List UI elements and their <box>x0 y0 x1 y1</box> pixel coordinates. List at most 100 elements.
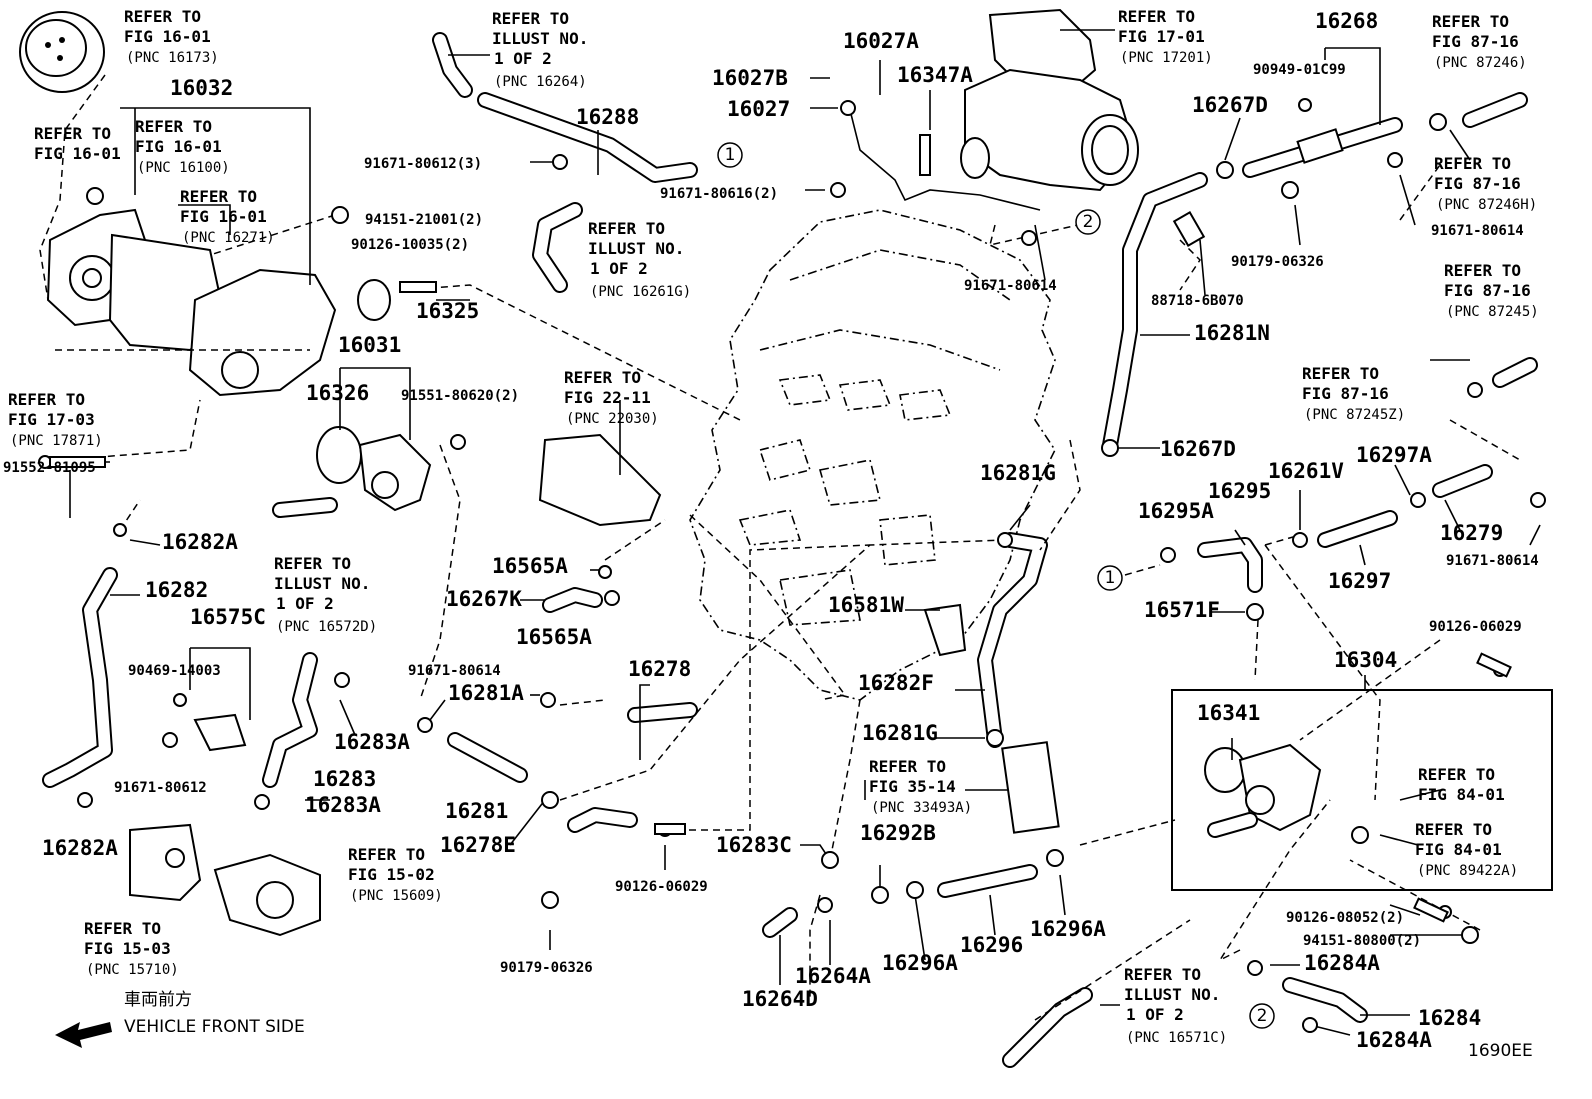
refer-fig-label: FIG 17-01 <box>1118 27 1205 46</box>
callout-circle <box>717 142 743 168</box>
fastener-number-label: 90126-10035(2) <box>351 237 469 253</box>
refer-pnc-label: 1 OF 2 <box>1126 1005 1184 1024</box>
refer-to-label: REFER TO <box>1415 820 1492 839</box>
part-number-label: 16284A <box>1356 1028 1432 1052</box>
part-number-label: 16296 <box>960 933 1023 957</box>
refer-pnc-label: (PNC 15710) <box>86 962 179 978</box>
refer-pnc-label: (PNC 16100) <box>137 160 230 176</box>
hose-16281N <box>1102 172 1208 453</box>
fastener-number-label: 91552-81095 <box>3 460 96 476</box>
part-number-label: 16575C <box>190 605 266 629</box>
refer-pnc-label: (PNC 33493A) <box>871 800 972 816</box>
refer-pnc-label: 1 OF 2 <box>276 594 334 613</box>
part-number-label: 16281 <box>445 799 508 823</box>
water-inlet-box <box>1171 689 1553 891</box>
fastener-number-label: 91671-80614 <box>1431 223 1524 239</box>
turbo-water-pipe <box>840 100 1041 211</box>
callout-circle <box>1075 209 1101 235</box>
fastener-number-label: 91671-80614 <box>1446 553 1539 569</box>
part-number-label: 16283 <box>313 767 376 791</box>
water-pipe-16268 <box>1242 117 1403 178</box>
refer-to-label: REFER TO <box>274 554 351 573</box>
part-number-label: 16304 <box>1334 648 1397 672</box>
refer-pnc-label: (PNC 22030) <box>566 411 659 427</box>
refer-fig-label: FIG 35-14 <box>869 777 956 796</box>
hoses-left <box>42 497 698 833</box>
part-number-label: 16282 <box>145 578 208 602</box>
part-number-label: 16295A <box>1138 499 1214 523</box>
fastener-number-label: 88718-6B070 <box>1151 293 1244 309</box>
part-number-label: 16284A <box>1304 951 1380 975</box>
hoses-right <box>1197 92 1538 593</box>
fastener-number-label: 91671-80616(2) <box>660 186 778 202</box>
refer-pnc-label: (PNC 16261G) <box>590 284 691 300</box>
refer-fig-label: ILLUST NO. <box>1124 985 1220 1004</box>
part-number-label: 16295 <box>1208 479 1271 503</box>
fastener-number-label: 90126-06029 <box>1429 619 1522 635</box>
part-number-label: 16027 <box>727 97 790 121</box>
diagram-id-label: 1690EE <box>1468 1041 1533 1061</box>
refer-fig-label: ILLUST NO. <box>492 29 588 48</box>
refer-fig-label: FIG 87-16 <box>1434 174 1521 193</box>
fastener-number-label: 91551-80620(2) <box>401 388 519 404</box>
vehicle-front-label: VEHICLE FRONT SIDE <box>124 1017 305 1037</box>
part-number-label: 16267K <box>446 587 522 611</box>
part-number-label: 16281N <box>1194 321 1270 345</box>
part-number-label: 16278 <box>628 657 691 681</box>
fastener-number-label: 90949-01C99 <box>1253 62 1346 78</box>
part-number-label: 16283C <box>716 833 792 857</box>
part-number-label: 16278E <box>440 833 516 857</box>
fastener-number-label: 91671-80612(3) <box>364 156 482 172</box>
refer-to-label: REFER TO <box>869 757 946 776</box>
fastener-number-label: 90126-06029 <box>615 879 708 895</box>
part-number-label: 16347A <box>897 63 973 87</box>
part-number-label: 16296A <box>1030 917 1106 941</box>
part-number-label: 16031 <box>338 333 401 357</box>
refer-fig-label: FIG 15-02 <box>348 865 435 884</box>
part-number-label: 16282F <box>858 671 934 695</box>
part-number-label: 16282A <box>42 836 118 860</box>
refer-pnc-label: (PNC 89422A) <box>1417 863 1518 879</box>
callout-number: 1 <box>1105 568 1116 588</box>
fastener-number-label: 94151-21001(2) <box>365 212 483 228</box>
refer-fig-label: FIG 16-01 <box>34 144 121 163</box>
refer-to-label: REFER TO <box>492 9 569 28</box>
refer-fig-label: FIG 84-01 <box>1415 840 1502 859</box>
part-number-label: 16565A <box>516 625 592 649</box>
part-number-label: 16267D <box>1160 437 1236 461</box>
refer-fig-label: FIG 84-01 <box>1418 785 1505 804</box>
refer-to-label: REFER TO <box>348 845 425 864</box>
hoses-lower-center <box>762 532 1368 1068</box>
refer-to-label: REFER TO <box>1118 7 1195 26</box>
refer-pnc-label: (PNC 16264) <box>494 74 587 90</box>
refer-to-label: REFER TO <box>1418 765 1495 784</box>
refer-fig-label: FIG 87-16 <box>1444 281 1531 300</box>
callout-number: 1 <box>725 145 736 165</box>
labels-layer: 160321603116326163251628816027A16027B160… <box>3 7 1539 1061</box>
refer-pnc-label: (PNC 87245Z) <box>1304 407 1405 423</box>
refer-fig-label: ILLUST NO. <box>588 239 684 258</box>
callout-circle <box>1249 1003 1275 1029</box>
refer-fig-label: FIG 16-01 <box>124 27 211 46</box>
refer-to-label: REFER TO <box>8 390 85 409</box>
turbocharger <box>960 8 1139 192</box>
fastener-number-label: 91671-80612 <box>114 780 207 796</box>
part-number-label: 16296A <box>882 951 958 975</box>
part-number-label: 16032 <box>170 76 233 100</box>
refer-to-label: REFER TO <box>1124 965 1201 984</box>
bypass-pipe-16288 <box>432 32 698 293</box>
refer-to-label: REFER TO <box>84 919 161 938</box>
part-number-label: 16341 <box>1197 701 1260 725</box>
refer-to-label: REFER TO <box>1432 12 1509 31</box>
fastener-number-label: 90126-08052(2) <box>1286 910 1404 926</box>
refer-pnc-label: (PNC 87246) <box>1434 55 1527 71</box>
fastener-number-label: 91671-80614 <box>964 278 1057 294</box>
refer-pnc-label: (PNC 87245) <box>1446 304 1539 320</box>
refer-fig-label: FIG 22-11 <box>564 388 651 407</box>
refer-pnc-label: (PNC 15609) <box>350 888 443 904</box>
part-number-label: 16565A <box>492 554 568 578</box>
refer-fig-label: FIG 16-01 <box>180 207 267 226</box>
part-number-label: 16284 <box>1418 1006 1481 1030</box>
fastener-number-label: 94151-80800(2) <box>1303 933 1421 949</box>
